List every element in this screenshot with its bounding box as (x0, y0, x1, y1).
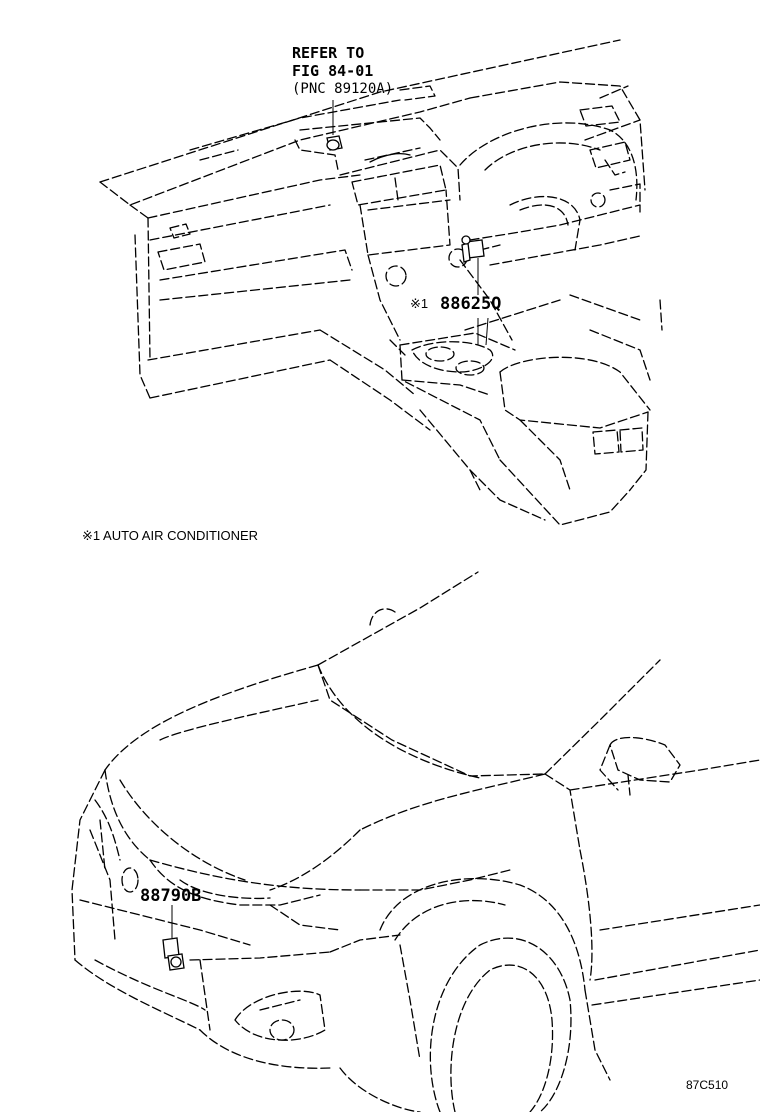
pnc-reference-label: (PNC 89120A) (292, 81, 394, 97)
figure-reference-label: FIG 84-01 (292, 62, 374, 80)
vehicle-front-illustration (71, 571, 760, 1112)
ambient-sensor-part (162, 905, 185, 971)
dashboard-illustration (99, 39, 663, 526)
room-temp-sensor-part (461, 235, 489, 346)
footnote-auto-air-conditioner: ※1 AUTO AIR CONDITIONER (82, 528, 259, 543)
part-number-88790b: 88790B (140, 886, 202, 906)
part-number-88625q: 88625Q (440, 294, 502, 314)
footnote-marker: ※1 (410, 296, 429, 311)
figure-code: 87C510 (686, 1078, 729, 1092)
sunlight-sensor-part (326, 100, 343, 151)
refer-to-label: REFER TO (292, 44, 365, 62)
